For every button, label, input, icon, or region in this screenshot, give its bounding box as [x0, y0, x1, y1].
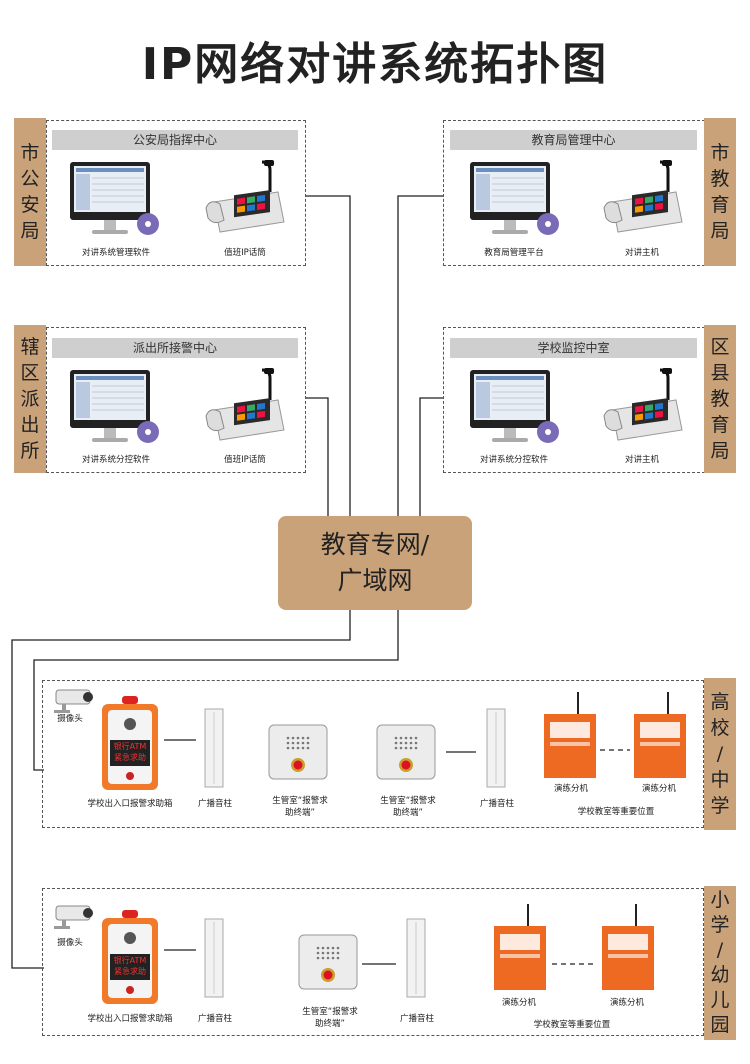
police-center-box	[46, 120, 306, 266]
speaker-column-icon	[406, 918, 426, 1002]
tab-district-police: 辖区派出所	[14, 325, 46, 473]
intercom-host-icon	[598, 158, 688, 242]
police-center-mic-label: 值班IP话筒	[224, 248, 266, 258]
college-drill-1-label: 演练分机	[553, 784, 588, 794]
primary-location-label: 学校教室等重要位置	[533, 1020, 611, 1030]
ip-microphone-icon	[200, 158, 290, 242]
speaker-column-icon	[486, 708, 506, 792]
primary-drill-2-label: 演练分机	[609, 998, 644, 1008]
drill-extension-icon	[492, 904, 548, 998]
primary-drill-1-label: 演练分机	[501, 998, 536, 1008]
monitor-icon	[466, 368, 566, 454]
school-monitor-software-label: 对讲系统分控软件	[479, 455, 548, 465]
school-monitor-host-label: 对讲主机	[624, 455, 659, 465]
college-location-label: 学校教室等重要位置	[577, 807, 655, 817]
primary-alarm-text-1: 银行ATM	[113, 956, 147, 965]
drill-extension-icon	[632, 692, 688, 786]
page-title: IP网络对讲系统拓扑图	[141, 39, 609, 90]
tab-college: 高校/中学	[704, 678, 736, 830]
primary-alarm-box-label: 学校出入口报警求助箱	[87, 1014, 173, 1024]
college-alarm-text-1: 银行ATM	[113, 742, 147, 751]
college-box	[42, 680, 704, 828]
speaker-column-icon	[204, 708, 224, 792]
primary-terminal-label: 生管室“报警求助终端”	[302, 1007, 358, 1029]
college-terminal-2-label: 生管室“报警求助终端”	[380, 796, 436, 818]
drill-extension-icon	[542, 692, 598, 786]
college-camera-label: 摄像头	[57, 714, 83, 724]
hub-line-1: 教育专网/	[320, 530, 430, 559]
tab-city-police: 市公安局	[14, 118, 46, 266]
alarm-box-icon	[100, 696, 160, 796]
primary-camera-label: 摄像头	[57, 938, 83, 948]
alarm-terminal-icon	[268, 724, 328, 784]
college-column-2-label: 广播音柱	[479, 799, 514, 809]
police-center-software-label: 对讲系统管理软件	[81, 248, 150, 258]
camera-icon	[52, 902, 98, 934]
station-center-mic-label: 值班IP话筒	[224, 455, 266, 465]
edu-center-platform-label: 教育局管理平台	[484, 248, 544, 258]
edu-center-host-label: 对讲主机	[624, 248, 659, 258]
station-center-software-label: 对讲系统分控软件	[81, 455, 150, 465]
speaker-column-icon	[204, 918, 224, 1002]
college-drill-2-label: 演练分机	[641, 784, 676, 794]
college-alarm-text-2: 紧急求助	[114, 753, 146, 762]
tab-district-edu: 区县教育局	[704, 325, 736, 473]
college-terminal-1-label: 生管室“报警求助终端”	[272, 796, 328, 818]
camera-icon	[52, 686, 98, 718]
primary-column-2-label: 广播音柱	[399, 1014, 434, 1024]
primary-box	[42, 888, 704, 1036]
station-center-box	[46, 327, 306, 473]
drill-extension-icon	[600, 904, 656, 998]
alarm-box-icon	[100, 910, 160, 1010]
alarm-terminal-icon	[376, 724, 436, 784]
monitor-icon	[66, 368, 166, 454]
primary-column-1-label: 广播音柱	[197, 1014, 232, 1024]
monitor-icon	[66, 160, 166, 246]
alarm-terminal-icon	[298, 934, 358, 994]
tab-primary: 小学/幼儿园	[704, 886, 736, 1040]
college-alarm-box-label: 学校出入口报警求助箱	[87, 799, 173, 809]
school-monitor-header: 学校监控中室	[450, 338, 697, 358]
primary-alarm-text-2: 紧急求助	[114, 967, 146, 976]
hub-line-2: 广域网	[337, 566, 413, 595]
edu-center-header: 教育局管理中心	[450, 130, 697, 150]
college-column-1-label: 广播音柱	[197, 799, 232, 809]
ip-microphone-icon	[200, 366, 290, 450]
police-center-header: 公安局指挥中心	[52, 130, 298, 150]
station-center-header: 派出所接警中心	[52, 338, 298, 358]
intercom-host-icon	[598, 366, 688, 450]
network-hub: 教育专网/ 广域网	[278, 516, 472, 610]
monitor-icon	[466, 160, 566, 246]
tab-city-edu: 市教育局	[704, 118, 736, 266]
